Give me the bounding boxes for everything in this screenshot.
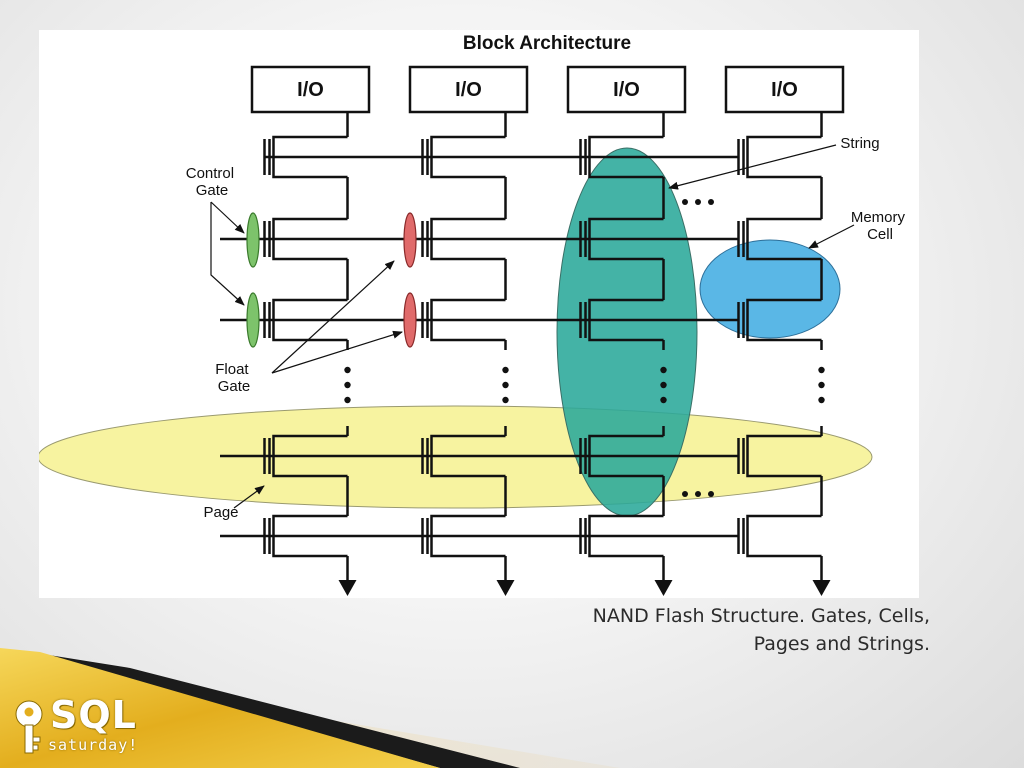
more-strings-dots: [682, 199, 714, 497]
ground-arrow-2: [496, 580, 515, 596]
transistor-cell: [737, 217, 822, 261]
transistor-cell: [421, 298, 506, 342]
logo-brand-text: SQL: [50, 693, 137, 737]
memory-cell-arrow: [808, 224, 855, 249]
caption-line-1: NAND Flash Structure. Gates, Cells,: [592, 605, 930, 627]
control-gate-arrow-2: [210, 202, 245, 306]
transistor-cell: [263, 135, 348, 179]
transistor-cell: [579, 298, 664, 342]
word-lines: [220, 155, 739, 538]
page-arrow: [233, 485, 265, 509]
label-arrows: [210, 144, 855, 509]
transistor-cell: [421, 514, 506, 558]
io-box-1: I/O: [250, 65, 371, 114]
gold-stripe: [0, 648, 440, 768]
control-gate-arrow-1: [210, 201, 245, 234]
vertical-dots-1: [344, 366, 351, 404]
control-gate-marker-1: [246, 212, 260, 268]
float-gate-arrow-2: [271, 330, 403, 374]
float-gate-marker-2: [403, 292, 417, 348]
memory-cell-label: Memory Cell: [851, 209, 909, 243]
diagram-title: Block Architecture: [463, 33, 631, 54]
transistor-cell: [263, 434, 348, 478]
vertical-dots-2: [502, 366, 509, 404]
io-box-3: I/O: [566, 65, 687, 114]
string-arrow: [668, 144, 837, 190]
io-box-4: I/O: [724, 65, 845, 114]
io-label-3: I/O: [613, 79, 640, 101]
io-label-4: I/O: [771, 79, 798, 101]
transistor-cell: [421, 135, 506, 179]
sql-saturday-logo: SQL saturday!: [10, 693, 170, 763]
caption-line-2: Pages and Strings.: [753, 633, 930, 655]
transistor-cell: [263, 514, 348, 558]
ground-arrow-3: [654, 580, 673, 596]
transistor-cell: [579, 434, 664, 478]
transistor-cell: [263, 217, 348, 261]
io-label-1: I/O: [297, 79, 324, 101]
string-label: String: [840, 135, 879, 152]
vertical-dots-3: [660, 366, 667, 404]
transistor-cell: [579, 514, 664, 558]
slide-caption: NAND Flash Structure. Gates, Cells, Page…: [510, 602, 930, 658]
logo-sub-text: saturday!: [48, 736, 139, 754]
ground-arrow-1: [338, 580, 357, 596]
float-gate-marker-1: [403, 212, 417, 268]
transistor-cell: [421, 434, 506, 478]
transistor-cell: [579, 217, 664, 261]
transistor-cell: [737, 514, 822, 558]
diagram-canvas: Block Architecture I/O I/O I/O I/O: [39, 33, 909, 596]
transistor-cell: [737, 135, 822, 179]
page-label: Page: [203, 504, 238, 521]
io-label-2: I/O: [455, 79, 482, 101]
transistor-cell: [421, 217, 506, 261]
string-highlight: [556, 147, 698, 517]
control-gate-marker-2: [246, 292, 260, 348]
control-gate-label: Control Gate: [186, 165, 239, 199]
memory-cell-highlight: [699, 239, 841, 339]
io-box-2: I/O: [408, 65, 529, 114]
transistor-cell: [737, 434, 822, 478]
string-column-4: [737, 112, 823, 580]
block-architecture-diagram: Block Architecture I/O I/O I/O I/O: [39, 30, 919, 598]
dark-stripe: [30, 652, 520, 768]
transistor-cell: [579, 135, 664, 179]
string-column-1: [263, 112, 349, 580]
transistor-cell: [263, 298, 348, 342]
bit-line-strings: [263, 112, 831, 596]
float-gate-arrow-1: [271, 260, 395, 374]
string-column-2: [421, 112, 507, 580]
transistor-cell: [737, 298, 822, 342]
ground-arrow-4: [812, 580, 831, 596]
float-gate-label: Float Gate: [215, 361, 253, 395]
key-icon: [15, 700, 43, 754]
string-column-3: [579, 112, 665, 580]
vertical-dots-4: [818, 366, 825, 404]
